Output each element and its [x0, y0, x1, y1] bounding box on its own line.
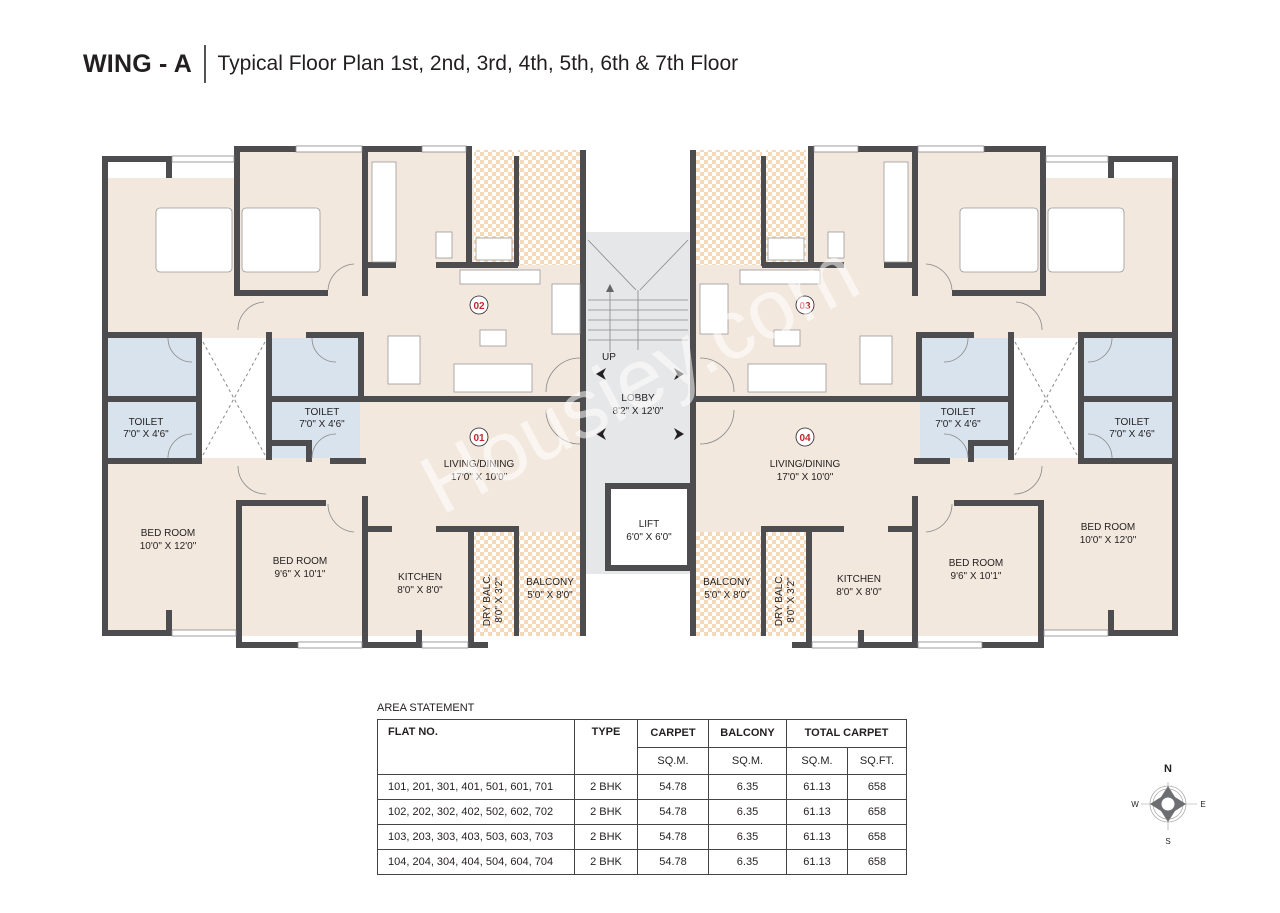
cell-carpet: 54.78 [637, 849, 709, 875]
kitchen-size: 8'0" X 8'0" [836, 587, 882, 598]
cell-total-sqft: 658 [847, 824, 907, 850]
svg-text:03: 03 [799, 301, 811, 312]
toilet-label: TOILET [129, 417, 164, 428]
floor-plan-subtitle: Typical Floor Plan 1st, 2nd, 3rd, 4th, 5… [217, 52, 739, 75]
compass-north: N [1164, 763, 1172, 775]
dry-balcony-size: 8'0" X 3'2" [494, 577, 505, 623]
unit-total-sqm: SQ.M. [786, 746, 848, 775]
bedroom-label: BED ROOM [1081, 522, 1135, 533]
balcony-size: 5'0" X 8'0" [527, 590, 573, 601]
unit-total-sqft: SQ.FT. [847, 746, 907, 775]
cell-balcony: 6.35 [708, 824, 787, 850]
toilet-size: 7'0" X 4'6" [935, 419, 981, 430]
dry-balcony-size: 8'0" X 3'2" [786, 577, 797, 623]
cell-carpet: 54.78 [637, 824, 709, 850]
toilet-label: TOILET [305, 407, 340, 418]
dry-balcony-label: DRY BALC. [774, 574, 785, 626]
cell-type: 2 BHK [574, 849, 638, 875]
svg-text:04: 04 [799, 433, 811, 444]
stair-up-label: UP [602, 352, 616, 363]
compass-icon: N W E S [1131, 763, 1205, 846]
cell-flat: 101, 201, 301, 401, 501, 601, 701 [377, 774, 575, 800]
bedroom-size: 9'6" X 10'1" [951, 571, 1002, 582]
cell-total-sqft: 658 [847, 849, 907, 875]
toilet-size: 7'0" X 4'6" [123, 429, 169, 440]
bedroom-size: 10'0" X 12'0" [1080, 535, 1137, 546]
kitchen-label: KITCHEN [837, 574, 881, 585]
cell-total-sqm: 61.13 [786, 774, 848, 800]
cell-flat: 104, 204, 304, 404, 504, 604, 704 [377, 849, 575, 875]
living-dining-size: 17'0" X 10'0" [451, 472, 508, 483]
cell-total-sqm: 61.13 [786, 824, 848, 850]
cell-total-sqm: 61.13 [786, 799, 848, 825]
header-flat-no: FLAT NO. [377, 719, 575, 775]
lobby-size: 8'2" X 12'0" [613, 406, 664, 417]
balcony-label: BALCONY [526, 577, 574, 588]
bedroom-size: 10'0" X 12'0" [140, 541, 197, 552]
bedroom-label: BED ROOM [141, 528, 195, 539]
room-labels: TOILET 7'0" X 4'6" TOILET 7'0" X 4'6" LI… [123, 352, 1155, 626]
kitchen-label: KITCHEN [398, 572, 442, 583]
cell-carpet: 54.78 [637, 774, 709, 800]
area-statement-table: FLAT NO. TYPE CARPET BALCONY TOTAL CARPE… [377, 719, 907, 875]
cell-balcony: 6.35 [708, 849, 787, 875]
table-row: 101, 201, 301, 401, 501, 601, 701 2 BHK … [377, 774, 907, 800]
flat-badge-01: 01 [469, 427, 489, 447]
area-statement-title: AREA STATEMENT [377, 702, 475, 714]
svg-text:01: 01 [473, 433, 485, 444]
header-type: TYPE [574, 719, 638, 775]
toilet-size: 7'0" X 4'6" [1109, 429, 1155, 440]
lift-size: 6'0" X 6'0" [626, 532, 672, 543]
cell-flat: 103, 203, 303, 403, 503, 603, 703 [377, 824, 575, 850]
svg-text:02: 02 [473, 301, 485, 312]
lobby-label: LOBBY [621, 393, 655, 404]
balcony-label: BALCONY [703, 577, 751, 588]
compass-west: W [1131, 800, 1139, 809]
title-divider [204, 45, 206, 83]
left-wing [102, 145, 586, 649]
balcony-size: 5'0" X 8'0" [704, 590, 750, 601]
cell-balcony: 6.35 [708, 774, 787, 800]
flat-badge-03: 03 [795, 295, 815, 315]
cell-total-sqft: 658 [847, 774, 907, 800]
core [586, 232, 693, 574]
page-title: WING - A Typical Floor Plan 1st, 2nd, 3r… [83, 44, 738, 84]
cell-flat: 102, 202, 302, 402, 502, 602, 702 [377, 799, 575, 825]
header-total-carpet: TOTAL CARPET [786, 719, 907, 748]
table-row: 104, 204, 304, 404, 504, 604, 704 2 BHK … [377, 849, 907, 875]
cell-type: 2 BHK [574, 824, 638, 850]
header-balcony: BALCONY [708, 719, 787, 748]
flat-badge-04: 04 [795, 427, 815, 447]
compass-south: S [1165, 837, 1170, 846]
flat-badge-02: 02 [469, 295, 489, 315]
lift-label: LIFT [639, 519, 660, 530]
cell-carpet: 54.78 [637, 799, 709, 825]
cell-type: 2 BHK [574, 799, 638, 825]
living-dining-label: LIVING/DINING [770, 459, 841, 470]
bedroom-size: 9'6" X 10'1" [275, 569, 326, 580]
wing-label: WING - A [83, 49, 192, 78]
cell-total-sqft: 658 [847, 799, 907, 825]
bedroom-label: BED ROOM [273, 556, 327, 567]
living-dining-label: LIVING/DINING [444, 459, 515, 470]
bedroom-label: BED ROOM [949, 558, 1003, 569]
compass-east: E [1200, 800, 1205, 809]
cell-type: 2 BHK [574, 774, 638, 800]
right-wing [690, 145, 1178, 649]
header-carpet: CARPET [637, 719, 709, 748]
cell-balcony: 6.35 [708, 799, 787, 825]
unit-carpet: SQ.M. [637, 746, 709, 775]
toilet-size: 7'0" X 4'6" [299, 419, 345, 430]
kitchen-size: 8'0" X 8'0" [397, 585, 443, 596]
unit-balcony: SQ.M. [708, 746, 787, 775]
toilet-label: TOILET [941, 407, 976, 418]
cell-total-sqm: 61.13 [786, 849, 848, 875]
toilet-label: TOILET [1115, 417, 1150, 428]
dry-balcony-label: DRY BALC. [482, 574, 493, 626]
table-header-row: FLAT NO. TYPE CARPET BALCONY TOTAL CARPE… [377, 719, 907, 775]
table-row: 102, 202, 302, 402, 502, 602, 702 2 BHK … [377, 799, 907, 825]
table-row: 103, 203, 303, 403, 503, 603, 703 2 BHK … [377, 824, 907, 850]
living-dining-size: 17'0" X 10'0" [777, 472, 834, 483]
